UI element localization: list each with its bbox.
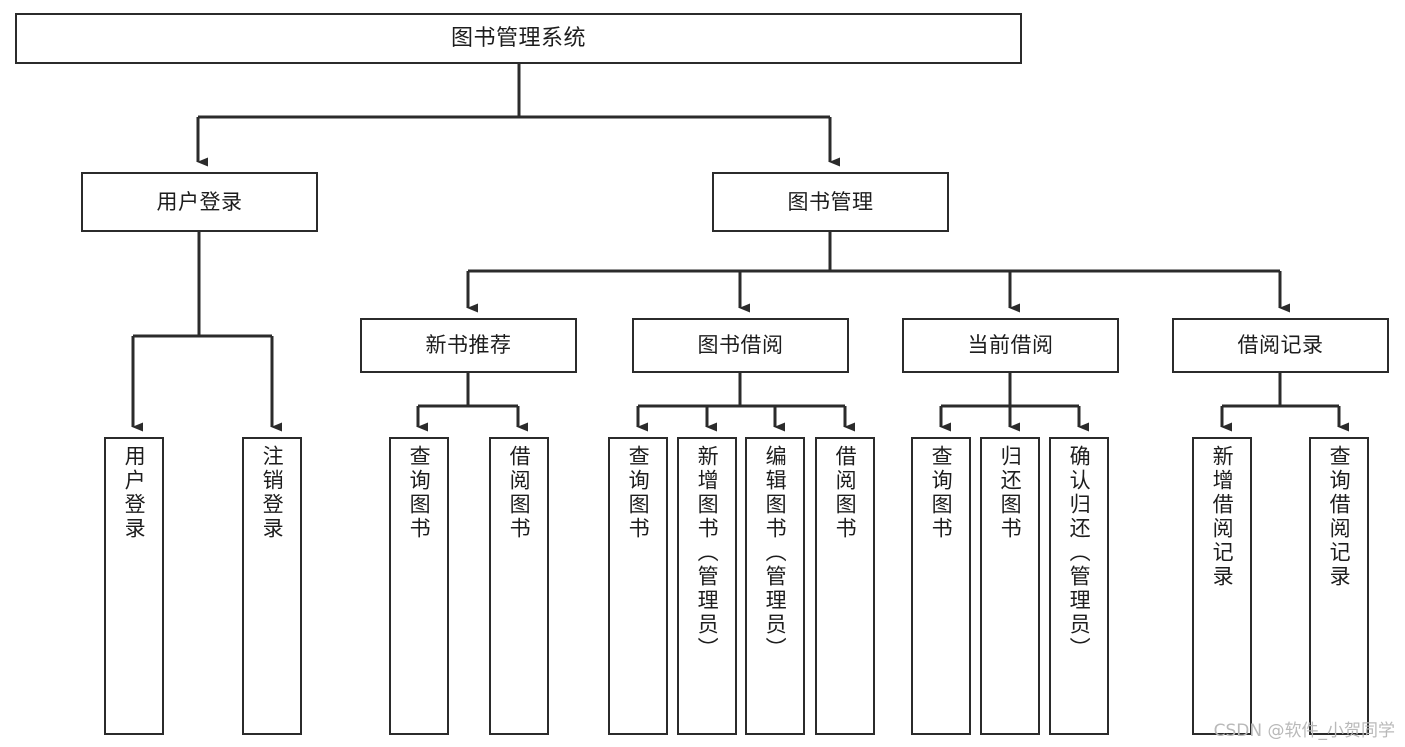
- node-book-borrow[interactable]: 图书借阅: [632, 318, 849, 373]
- node-label: 查询借阅记录: [1327, 445, 1352, 589]
- leaf-query-borrow-record[interactable]: 查询借阅记录: [1309, 437, 1369, 735]
- node-label: 编辑图书（管理员）: [763, 445, 788, 661]
- leaf-user-logout[interactable]: 注销登录: [242, 437, 302, 735]
- node-label: 当前借阅: [967, 333, 1054, 358]
- node-label: 归还图书: [998, 445, 1023, 541]
- node-user-login[interactable]: 用户登录: [81, 172, 318, 232]
- leaf-add-book[interactable]: 新增图书（管理员）: [677, 437, 737, 735]
- node-current-borrow[interactable]: 当前借阅: [902, 318, 1119, 373]
- leaf-return-book[interactable]: 归还图书: [980, 437, 1040, 735]
- node-label: 借阅图书: [507, 445, 532, 541]
- leaf-edit-book[interactable]: 编辑图书（管理员）: [745, 437, 805, 735]
- node-label: 用户登录: [122, 445, 147, 541]
- node-label: 查询图书: [929, 445, 954, 541]
- leaf-add-borrow-record[interactable]: 新增借阅记录: [1192, 437, 1252, 735]
- node-label: 用户登录: [156, 189, 243, 214]
- node-label: 新增图书（管理员）: [695, 445, 720, 661]
- node-label: 注销登录: [260, 445, 285, 541]
- leaf-borrow-book-1[interactable]: 借阅图书: [489, 437, 549, 735]
- node-label: 借阅图书: [833, 445, 858, 541]
- node-label: 新书推荐: [425, 333, 512, 358]
- node-label: 借阅记录: [1237, 333, 1324, 358]
- node-label: 图书管理: [787, 189, 874, 214]
- leaf-query-book-2[interactable]: 查询图书: [608, 437, 668, 735]
- leaf-query-book-3[interactable]: 查询图书: [911, 437, 971, 735]
- node-label: 新增借阅记录: [1210, 445, 1235, 589]
- node-book-management[interactable]: 图书管理: [712, 172, 949, 232]
- leaf-borrow-book-2[interactable]: 借阅图书: [815, 437, 875, 735]
- node-label: 确认归还（管理员）: [1067, 445, 1092, 661]
- node-borrow-record[interactable]: 借阅记录: [1172, 318, 1389, 373]
- node-root-book-management-system[interactable]: 图书管理系统: [15, 13, 1022, 64]
- node-label: 图书借阅: [697, 333, 784, 358]
- node-label: 图书管理系统: [450, 25, 586, 51]
- leaf-query-book-1[interactable]: 查询图书: [389, 437, 449, 735]
- node-label: 查询图书: [407, 445, 432, 541]
- node-new-book-recommend[interactable]: 新书推荐: [360, 318, 577, 373]
- leaf-confirm-return[interactable]: 确认归还（管理员）: [1049, 437, 1109, 735]
- node-label: 查询图书: [626, 445, 651, 541]
- leaf-user-login[interactable]: 用户登录: [104, 437, 164, 735]
